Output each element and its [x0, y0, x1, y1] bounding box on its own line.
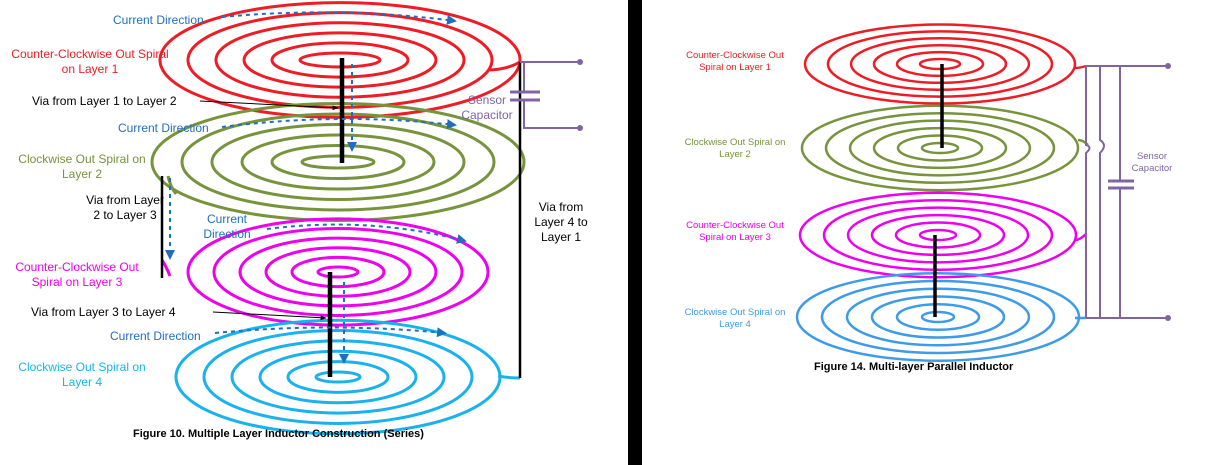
layer4-spiral-turn [202, 329, 474, 425]
layer2-label: Clockwise Out Spiral on Layer 2 [18, 152, 146, 181]
layer4-spiral-turn [286, 360, 390, 394]
parallel-layer3-spiral-turn [894, 221, 982, 249]
via-3-4-label: Via from Layer 3 to Layer 4 [31, 305, 176, 319]
layer2-outer-lead [166, 175, 178, 195]
parallel-layer2-label: Clockwise Out Spiral on Layer 2 [684, 137, 786, 160]
current-direction-label-1: Current Direction [113, 13, 204, 27]
parallel-layer2-spiral-turn [920, 141, 960, 155]
parallel-layer1-spiral-turn [826, 30, 1054, 98]
layer4-label: Clockwise Out Spiral on Layer 4 [18, 360, 146, 389]
current-arrow-3 [266, 223, 467, 244]
panel-divider [628, 0, 642, 465]
current-direction-label-2: Current Direction [118, 121, 209, 135]
parallel-layer3-spiral [798, 191, 1078, 279]
layer4-outer-lead [497, 374, 521, 380]
layer3-spiral-turn [186, 217, 490, 327]
parallel-layer2-spiral-turn [800, 104, 1080, 192]
layer3-spiral-turn [290, 255, 386, 289]
parallel-layer1-spiral-turn [849, 37, 1031, 91]
parallel-layer2-spiral-turn [872, 126, 1008, 170]
parallel-layer1-spiral-turn [895, 50, 985, 78]
parallel-layer4-spiral-turn [820, 279, 1056, 355]
parallel-terminal-top [1165, 63, 1171, 69]
sensor-capacitor-wire-top [520, 61, 580, 92]
parallel-layer1-spiral-turn [918, 57, 962, 71]
parallel-layer1-spiral [803, 23, 1077, 105]
parallel-figure-caption: Figure 14. Multi-layer Parallel Inductor [814, 361, 1014, 373]
terminal-top [577, 59, 583, 65]
layer2-spiral-turn [150, 102, 526, 222]
current-arrow-4 [214, 326, 447, 338]
parallel-layer2-spiral-turn [848, 119, 1032, 177]
layer2-spiral [150, 102, 526, 222]
parallel-layer4-spiral [795, 272, 1081, 362]
layer1-label: Counter-Clockwise Out Spiral on Layer 1 [11, 47, 169, 76]
parallel-layer3-label: Counter-Clockwise Out Spiral on Layer 3 [686, 220, 784, 243]
parallel-layer4-spiral-turn [895, 303, 981, 331]
sensor-capacitor-label: Sensor Capacitor [461, 93, 513, 122]
parallel-bus-b [1099, 66, 1105, 318]
layer4-spiral-turn [314, 370, 362, 384]
via-4-1-label: Via from Layer 4 to Layer 1 [534, 200, 588, 244]
via-1-2-label: Via from Layer 1 to Layer 2 [32, 94, 177, 108]
layer2-spiral-turn [180, 112, 496, 212]
layer2-spiral-turn [300, 154, 376, 170]
layer3-spiral-turn [238, 236, 438, 308]
parallel-layer3-spiral-turn [822, 198, 1054, 272]
via-3-4-pointer [212, 311, 327, 321]
parallel-layer4-spiral-turn [795, 272, 1081, 362]
layer4-spiral-turn [230, 339, 446, 415]
parallel-layer1-label: Counter-Clockwise Out Spiral on Layer 1 [686, 50, 784, 73]
layer1-outer-lead [487, 60, 521, 72]
parallel-bus-a [1085, 66, 1091, 318]
parallel-sensor-capacitor-label: Sensor Capacitor [1131, 151, 1173, 174]
parallel-layer2-spiral-turn [824, 111, 1056, 185]
current-direction-label-3: Current Direction [203, 212, 251, 241]
layer3-spiral-turn [316, 265, 360, 279]
parallel-layer2-spiral [800, 104, 1080, 192]
parallel-layer1-spiral-turn [803, 23, 1077, 105]
parallel-layer4-spiral-turn [920, 310, 956, 324]
layer2-spiral-turn [240, 133, 436, 191]
parallel-layer2-lead [1077, 138, 1089, 146]
parallel-layer3-spiral-turn [918, 228, 958, 242]
parallel-layer3-spiral-turn [798, 191, 1078, 279]
parallel-terminal-bottom [1165, 315, 1171, 321]
parallel-layer1-spiral-turn [872, 43, 1008, 85]
parallel-layer2-spiral-turn [896, 134, 984, 162]
sensor-capacitor-wire-bottom [523, 100, 580, 129]
layer2-spiral-turn [210, 123, 466, 201]
via-2-3-label: Via from Layer 2 to Layer 3 [86, 193, 164, 222]
layer3-spiral-turn [212, 227, 464, 317]
layer3-spiral [186, 217, 490, 327]
series-figure-caption: Figure 10. Multiple Layer Inductor Const… [133, 428, 424, 440]
layer3-label: Counter-Clockwise Out Spiral on Layer 3 [15, 260, 139, 289]
parallel-layer4-spiral-turn [870, 295, 1006, 339]
layer2-spiral-turn [270, 144, 406, 180]
via-1-2-pointer [199, 100, 339, 111]
terminal-bottom [577, 125, 583, 131]
parallel-layer1-lead [1074, 64, 1087, 70]
layer3-spiral-turn [264, 246, 412, 298]
parallel-layer3-spiral-turn [846, 206, 1030, 264]
parallel-layer3-spiral-turn [870, 213, 1006, 257]
layer4-spiral-turn [174, 318, 502, 436]
parallel-layer4-label: Clockwise Out Spiral on Layer 4 [684, 307, 786, 330]
layer4-spiral-turn [258, 349, 418, 405]
parallel-layer4-spiral-turn [845, 287, 1031, 347]
layer4-spiral [174, 318, 502, 436]
current-direction-label-4: Current Direction [110, 329, 201, 343]
